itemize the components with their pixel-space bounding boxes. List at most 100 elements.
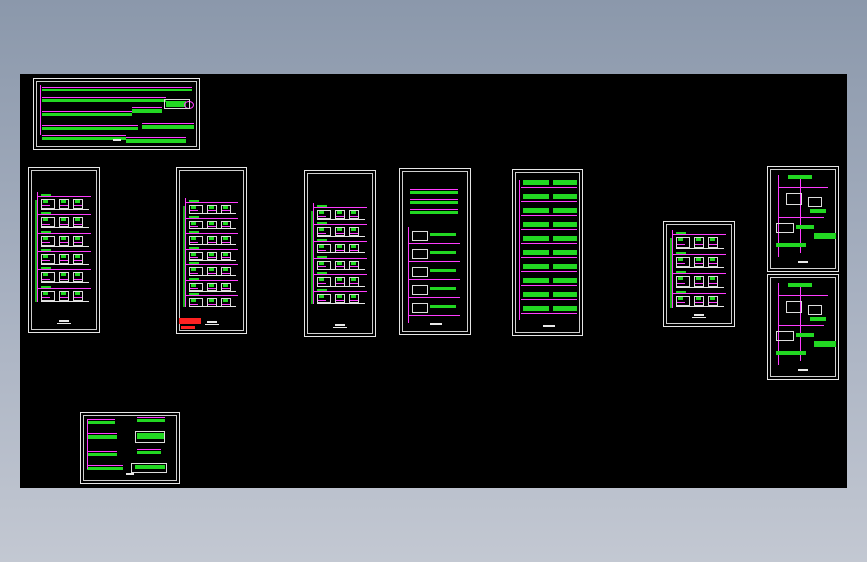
drawing-sheet-2[interactable]: [28, 167, 100, 333]
row-label: [41, 285, 51, 288]
row-bus: [672, 253, 726, 255]
row-underline: [189, 306, 236, 308]
drawing-sheet-8[interactable]: [767, 166, 839, 272]
panel-label: [209, 206, 214, 209]
drawing-sheet-10[interactable]: [80, 412, 180, 484]
component-row: [430, 251, 456, 254]
feeder: [42, 278, 50, 280]
panel-box: [317, 210, 331, 220]
panel-label: [696, 277, 701, 280]
sheet-frame: [770, 169, 836, 269]
panel-label: [678, 238, 683, 241]
feeder: [60, 223, 68, 225]
feeder: [709, 243, 717, 245]
feeder: [190, 241, 198, 243]
panel-label: [319, 261, 324, 265]
panel-box: [59, 290, 69, 301]
drawing-sheet-7[interactable]: [663, 221, 735, 327]
bus-line: [87, 433, 117, 434]
component-row: [553, 236, 577, 241]
panel-box: [335, 294, 345, 304]
panel-box: [73, 254, 83, 265]
panel-label: [351, 227, 356, 231]
bus-line: [87, 465, 123, 466]
component-row: [553, 180, 577, 185]
panel-label: [351, 261, 356, 265]
panel-label: [351, 244, 356, 248]
panel-label: [75, 273, 80, 277]
component-row: [814, 233, 836, 239]
row-label: [317, 289, 327, 292]
panel-box: [808, 305, 822, 315]
drawing-sheet-9[interactable]: [767, 274, 839, 380]
row-label: [189, 215, 199, 218]
title-block: [798, 261, 808, 263]
bus-line: [521, 257, 577, 258]
row-label: [317, 221, 327, 224]
panel-box: [412, 249, 428, 259]
panel-box: [349, 260, 359, 270]
feeder: [190, 210, 198, 212]
component-row: [142, 125, 194, 129]
panel-box: [73, 235, 83, 246]
panel-box: [349, 277, 359, 287]
row-label: [189, 231, 199, 234]
panel-label: [337, 295, 342, 299]
panel-label: [710, 277, 715, 280]
panel-box: [694, 276, 704, 287]
sheet-frame: [31, 170, 97, 330]
panel-label: [319, 295, 324, 299]
panel-label: [61, 273, 66, 277]
component-row: [410, 211, 458, 214]
feeder: [336, 283, 344, 285]
vertical-bus: [37, 192, 38, 302]
row-underline: [189, 244, 236, 246]
row-underline: [189, 259, 236, 261]
title-block-line: [204, 324, 219, 325]
sheet-frame: [402, 171, 468, 332]
title-block: [430, 323, 442, 325]
bus-line: [521, 201, 577, 202]
row-bus: [672, 234, 726, 235]
feeder: [336, 300, 344, 302]
row-bus: [185, 248, 238, 250]
row-label: [676, 232, 686, 234]
vertical-bus: [672, 230, 673, 308]
drawing-sheet-3[interactable]: [176, 167, 247, 334]
feeder: [336, 215, 344, 217]
row-underline: [676, 267, 724, 269]
drawing-sheet-6[interactable]: [512, 169, 583, 336]
panel-label: [223, 268, 228, 272]
panel-box: [335, 243, 345, 253]
panel-label: [223, 206, 228, 209]
feeder: [677, 282, 685, 284]
component-row: [430, 269, 456, 272]
bus-line: [137, 417, 165, 418]
row-underline: [317, 218, 365, 220]
row-underline: [41, 227, 89, 229]
drawing-sheet-1[interactable]: [33, 78, 200, 150]
bus-line: [137, 449, 161, 450]
row-bus: [185, 217, 238, 219]
title-block-line: [57, 323, 71, 324]
component-row: [42, 127, 138, 130]
component-row: [410, 201, 458, 204]
panel-box: [59, 199, 69, 210]
component-row: [87, 467, 123, 470]
feeder: [350, 215, 358, 217]
drawing-sheet-5[interactable]: [399, 168, 471, 335]
feeder: [222, 257, 230, 259]
feeder: [74, 242, 82, 244]
row-bus: [185, 279, 238, 281]
panel-label: [678, 257, 683, 261]
sheet-frame: [307, 173, 373, 334]
panel-box: [41, 272, 55, 283]
row-bus: [672, 273, 726, 274]
panel-label: [223, 299, 228, 303]
feeder: [350, 300, 358, 302]
feeder: [677, 243, 685, 245]
drawing-viewport[interactable]: [20, 74, 847, 488]
drawing-sheet-4[interactable]: [304, 170, 376, 337]
component-row: [137, 433, 165, 439]
component-row: [137, 451, 161, 454]
